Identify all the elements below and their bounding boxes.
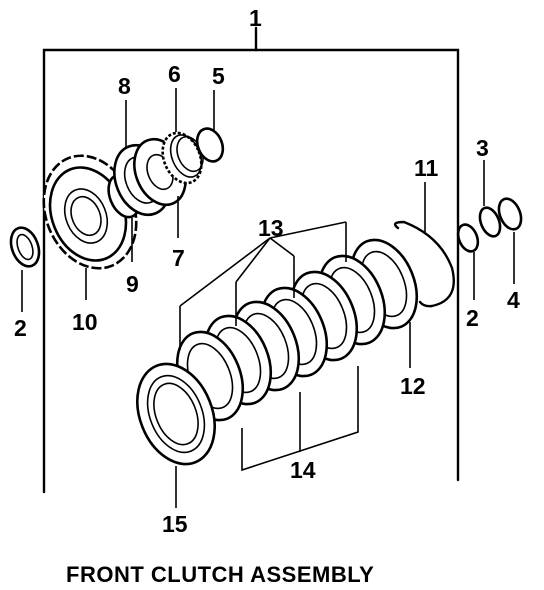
snap-ring-left <box>9 226 41 312</box>
callout-4: 4 <box>507 287 520 313</box>
clutch-pack <box>175 254 387 422</box>
diagram-title: FRONT CLUTCH ASSEMBLY <box>66 562 374 587</box>
snap-ring-right <box>497 197 523 284</box>
front-plate <box>136 362 216 508</box>
assembly-bracket <box>42 26 460 494</box>
callout-12: 12 <box>400 373 426 399</box>
callout-5: 5 <box>212 63 225 89</box>
callout-7: 7 <box>172 245 185 271</box>
callout-1: 1 <box>249 5 262 31</box>
retaining-ring <box>195 90 225 163</box>
callout-15: 15 <box>162 511 188 537</box>
callout-13: 13 <box>258 215 284 241</box>
callout-11: 11 <box>414 155 439 181</box>
retaining-snap-ring <box>393 182 455 308</box>
seal-ring-pair <box>478 160 502 238</box>
callout-14: 14 <box>290 457 316 483</box>
callout-14-bracket <box>241 366 359 472</box>
callout-10: 10 <box>72 309 98 335</box>
callout-13-bracket <box>179 221 347 350</box>
callout-3: 3 <box>476 135 489 161</box>
callout-8: 8 <box>118 73 131 99</box>
callout-6: 6 <box>168 61 181 87</box>
callout-9: 9 <box>126 271 139 297</box>
callout-2-right: 2 <box>466 305 479 331</box>
o-ring <box>456 223 480 300</box>
callout-2-left: 2 <box>14 315 27 341</box>
